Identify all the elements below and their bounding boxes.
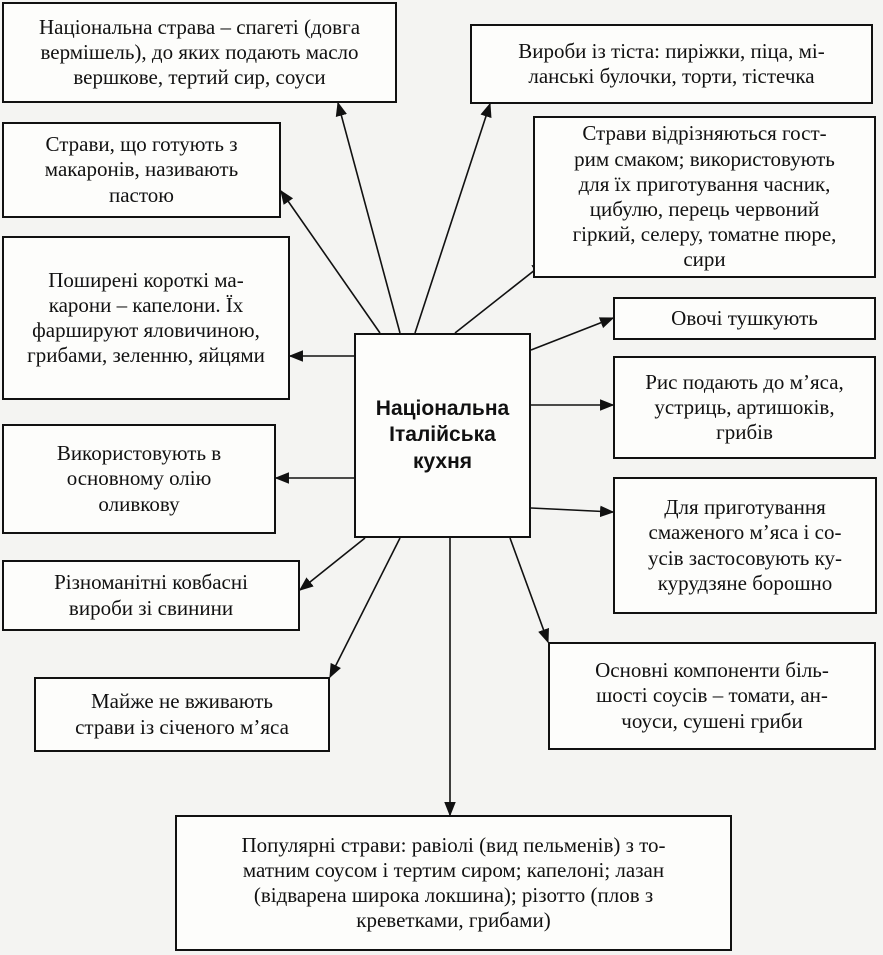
box-corn-flour: Для приготування смаженого м’яса і со- у… [613,477,877,614]
arrow-to-vegetables [530,317,615,351]
box-popular-dishes: Популярні страви: равіолі (вид пельменів… [175,815,732,951]
box-sauces: Основні компоненти біль- шості соусів – … [548,642,876,750]
box-spicy-taste: Страви відрізняються гост- рим смаком; в… [533,116,876,278]
arrow-to-dough [414,102,492,334]
center-national-italian-cuisine: Національна Італійська кухня [354,333,531,538]
arrow-to-corn-flour [530,505,615,518]
arrow-to-sauces [509,537,549,644]
box-olive-oil: Використовують в основному олію оливкову [2,424,276,534]
box-rice: Рис подають до м’яса, устриць, артишоків… [613,356,876,459]
box-minced-meat: Майже не вживають страви із січеного м’я… [34,677,330,752]
arrow-to-minced-meat [329,537,401,679]
box-vegetables: Овочі тушкують [613,297,876,340]
arrow-to-spaghetti [335,101,401,334]
box-pasta: Страви, що готують з макаронів, називают… [2,122,281,218]
arrow-to-sausages [298,537,366,591]
arrow-to-pasta [280,189,381,334]
arrow-to-spicy [454,261,547,334]
box-capelloni: Поширені короткі ма- карони – капелони. … [2,236,290,400]
box-sausages: Різноманітні ковбасні вироби зі свинини [2,560,300,631]
box-dough-products: Вироби із тіста: пиріжки, піца, мі- ланс… [470,24,873,104]
box-spaghetti: Національна страва – спагеті (довга верм… [2,2,397,103]
